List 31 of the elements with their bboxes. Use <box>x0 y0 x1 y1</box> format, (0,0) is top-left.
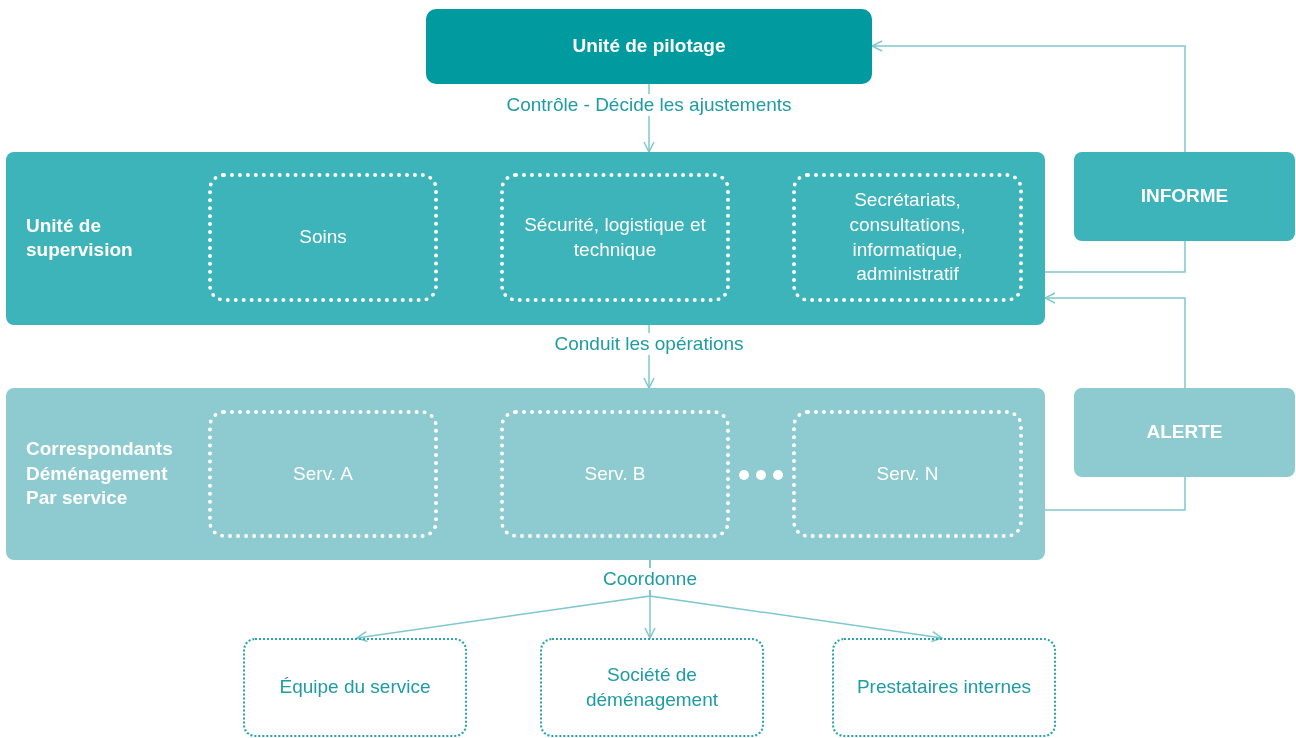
dotted-box <box>243 638 467 737</box>
box-label: Secrétariats, consultations, informatique, administratif <box>848 188 967 287</box>
box-label: INFORME <box>1139 184 1230 209</box>
dotted-box <box>208 173 438 302</box>
tag-box <box>1074 152 1295 241</box>
dotted-box <box>500 410 730 538</box>
box-label: Société de déménagement <box>584 662 719 712</box>
band-heading: Unité de supervision <box>26 213 134 263</box>
dotted-box <box>792 173 1023 302</box>
box-label: Équipe du service <box>278 675 432 700</box>
band-heading: Correspondants Déménagement Par service <box>26 436 174 511</box>
box-label: ALERTE <box>1145 420 1224 445</box>
box-label: Serv. B <box>583 461 647 486</box>
box-label: Soins <box>298 225 348 250</box>
box-label: Sécurité, logistique et technique <box>523 212 707 262</box>
dotted-box <box>500 173 730 302</box>
box-label: Unité de pilotage <box>571 34 727 59</box>
dotted-box <box>792 410 1023 538</box>
connector-arrow <box>1044 292 1186 389</box>
box-label: Prestataires internes <box>855 675 1033 700</box>
band-panel <box>6 152 1045 325</box>
box-label: Serv. N <box>875 461 940 486</box>
unit-box <box>426 9 872 84</box>
connector-arrow <box>871 40 1186 153</box>
dotted-box <box>832 638 1056 737</box>
band-panel <box>6 388 1045 560</box>
dotted-box <box>540 638 764 737</box>
dotted-box <box>208 410 438 538</box>
box-label: Serv. A <box>292 461 354 486</box>
tag-box <box>1074 388 1295 477</box>
connector-arrow <box>649 559 943 643</box>
